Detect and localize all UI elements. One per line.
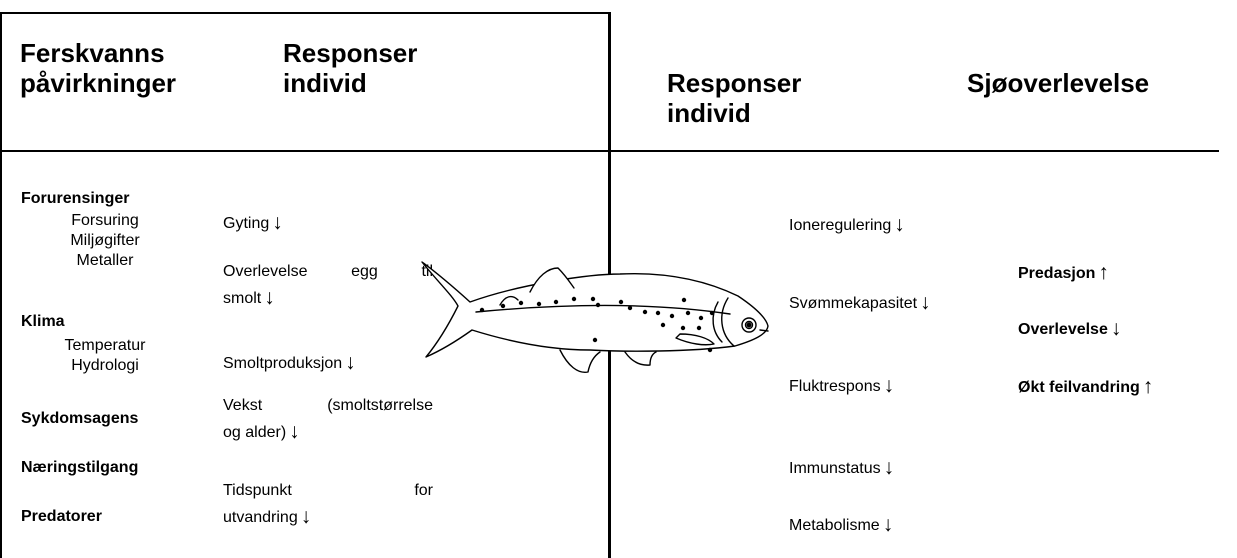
salmon-smolt-icon <box>0 0 1237 558</box>
